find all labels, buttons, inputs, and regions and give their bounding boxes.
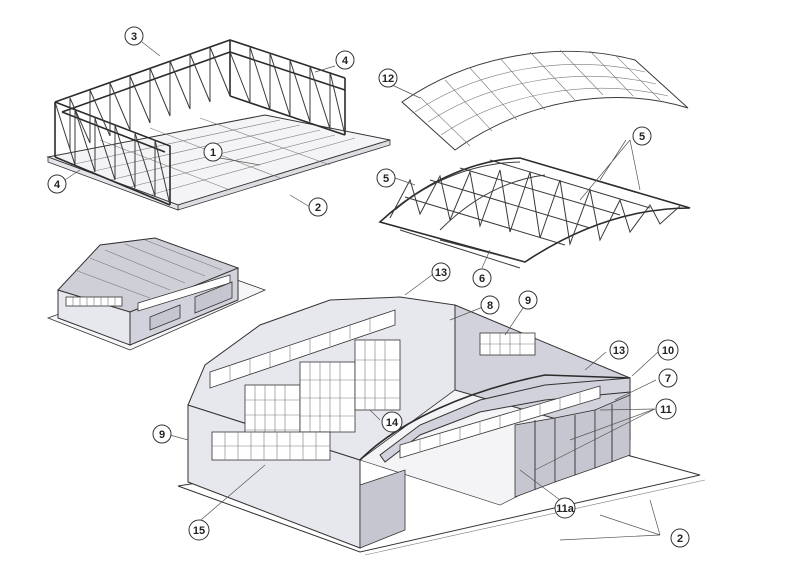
roof-structure-assembly: 12 5 5 6 — [376, 49, 691, 288]
callout-11a — [554, 497, 576, 519]
callout-3-text: 3 — [131, 31, 137, 43]
callout-9-left-text: 9 — [159, 429, 165, 441]
callout-4-left-text: 4 — [54, 179, 61, 191]
callout-6 — [472, 268, 492, 288]
callout-9-left — [152, 424, 172, 444]
callout-5-right-text: 5 — [639, 131, 645, 143]
callout-2-bottom — [670, 528, 690, 548]
callout-11a-text: 11a — [556, 503, 575, 515]
callout-15 — [188, 519, 210, 541]
callout-14 — [381, 411, 403, 433]
callout-4-right-text: 4 — [342, 55, 349, 67]
callout-4-left — [47, 174, 67, 194]
callout-13-top — [431, 262, 451, 282]
callout-6-text: 6 — [479, 273, 485, 285]
callout-1-text: 1 — [210, 147, 216, 159]
small-hangar-overview — [46, 237, 267, 351]
truss-frame-assembly: 3 4 1 4 2 — [46, 26, 391, 217]
callout-15-text: 15 — [193, 525, 205, 537]
callout-8-text: 8 — [487, 300, 493, 312]
callout-5-left — [376, 168, 396, 188]
callout-2-top-text: 2 — [315, 202, 321, 214]
callout-7 — [658, 368, 678, 388]
callout-12 — [378, 68, 398, 88]
hangar-door-1 — [359, 469, 406, 549]
callout-8 — [480, 295, 500, 315]
callout-11 — [655, 398, 677, 420]
callout-5-left-text: 5 — [383, 173, 389, 185]
callout-9-right — [518, 290, 538, 310]
callout-4-right — [335, 50, 355, 70]
callout-7-text: 7 — [665, 373, 671, 385]
callout-13-right — [609, 340, 629, 360]
callout-9-right-text: 9 — [525, 295, 531, 307]
callout-11-text: 11 — [660, 404, 672, 416]
callout-13-right-text: 13 — [613, 345, 625, 357]
callout-3 — [124, 26, 144, 46]
callout-1 — [203, 142, 223, 162]
callout-10-text: 10 — [662, 345, 674, 357]
callout-10 — [657, 339, 679, 361]
callout-12-text: 12 — [382, 73, 394, 85]
main-hangar: 13 8 9 13 10 7 11 9 14 15 11a 2 — [152, 262, 706, 556]
callout-5-right — [632, 126, 652, 146]
callout-13-top-text: 13 — [435, 267, 447, 279]
callout-2-bottom-text: 2 — [677, 533, 683, 545]
callout-14-text: 14 — [386, 417, 399, 429]
callout-2-top — [308, 197, 328, 217]
